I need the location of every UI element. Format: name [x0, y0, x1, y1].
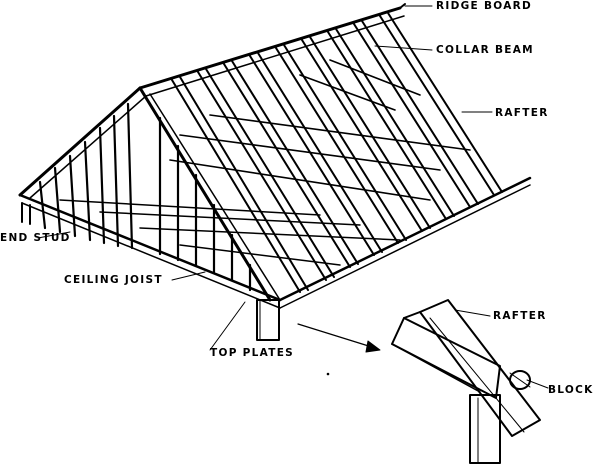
top-plate-main: [18, 193, 282, 309]
label-block: BLOCK: [548, 384, 594, 396]
label-rafter-detail: RAFTER: [493, 310, 547, 322]
stray-dot: [326, 372, 330, 376]
leader-lines: [37, 5, 493, 351]
label-collar-beam: COLLAR BEAM: [436, 44, 534, 56]
detail-arrow: [297, 323, 381, 353]
label-ridge-board: RIDGE BOARD: [436, 0, 533, 12]
corner-post: [256, 299, 280, 341]
label-rafter: RAFTER: [495, 107, 549, 119]
detail-view: [391, 299, 541, 464]
gable-end: [18, 86, 281, 302]
detail-leaders: [454, 309, 549, 389]
end-studs: [38, 102, 252, 292]
label-top-plates: TOP PLATES: [210, 347, 295, 359]
rafters: [171, 12, 503, 293]
collar-beams: [169, 59, 471, 201]
ridge-board: [138, 6, 405, 97]
ceiling-joists: [59, 199, 401, 266]
label-ceiling-joist: CEILING JOIST: [64, 274, 163, 286]
main-roof-frame: [18, 3, 532, 341]
label-end-stud: END STUD: [0, 232, 71, 244]
